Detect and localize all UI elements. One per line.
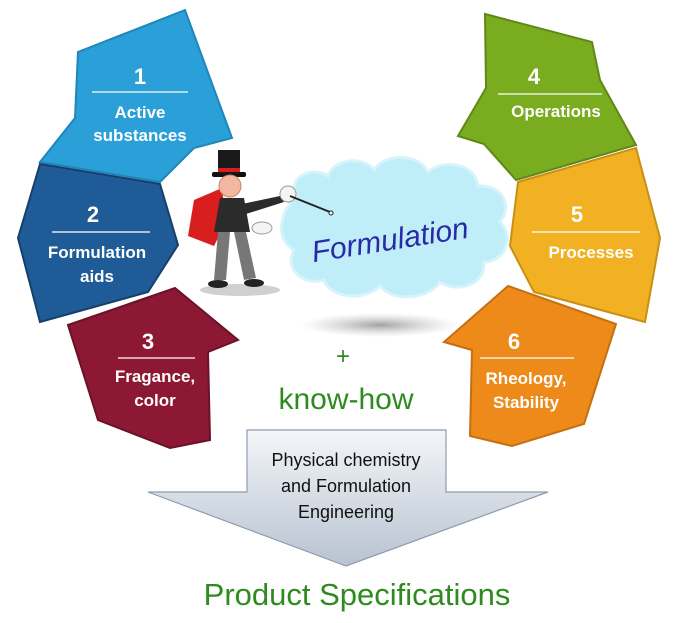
panel-5-label-line-1: Processes bbox=[548, 243, 633, 262]
magician-body bbox=[214, 198, 250, 232]
magician-legs bbox=[214, 232, 256, 280]
arrow-text-line-2: and Formulation bbox=[281, 476, 411, 496]
magician-hat-band bbox=[218, 168, 240, 172]
magician-glove-left bbox=[251, 221, 273, 235]
panel-2-number: 2 bbox=[87, 202, 99, 227]
magician-head bbox=[218, 174, 242, 198]
panel-1-label-line-2: substances bbox=[93, 126, 187, 145]
magician-shoe-left bbox=[208, 280, 228, 288]
plus-sign: + bbox=[336, 343, 350, 370]
panel-5-processes: 5 Processes bbox=[508, 146, 662, 324]
panel-6-label-line-2: Stability bbox=[493, 393, 560, 412]
panel-1-number: 1 bbox=[134, 64, 146, 89]
panel-3-label-line-1: Fragance, bbox=[115, 367, 195, 386]
panel-3-shape bbox=[66, 286, 240, 450]
panel-6-shape bbox=[441, 284, 618, 448]
down-arrow-shape bbox=[147, 429, 549, 567]
formulation-cloud: Formulation bbox=[280, 156, 509, 299]
wand-tip bbox=[328, 210, 334, 216]
magician-figure bbox=[188, 150, 334, 296]
panel-5-number: 5 bbox=[571, 202, 583, 227]
panel-4-label-line-1: Operations bbox=[511, 102, 601, 121]
panel-3-label-line-2: color bbox=[134, 391, 176, 410]
arrow-text-line-1: Physical chemistry bbox=[271, 450, 420, 470]
magician-shoe-right bbox=[244, 279, 264, 287]
panel-2-label-line-1: Formulation bbox=[48, 243, 146, 262]
panel-4-number: 4 bbox=[528, 64, 541, 89]
panel-3-fragance-color: 3 Fragance, color bbox=[66, 286, 240, 450]
magician-arm bbox=[242, 196, 284, 214]
panel-2-label-line-2: aids bbox=[80, 267, 114, 286]
panel-1-label-line-1: Active bbox=[114, 103, 165, 122]
panel-6-rheology-stability: 6 Rheology, Stability bbox=[441, 284, 618, 448]
panel-1-active-substances: 1 Active substances bbox=[38, 8, 234, 184]
panel-3-number: 3 bbox=[142, 329, 154, 354]
panel-2-shape bbox=[16, 162, 180, 324]
center-shadow bbox=[300, 313, 460, 337]
panel-1-shape bbox=[38, 8, 234, 184]
knowhow-label: know-how bbox=[278, 383, 413, 416]
arrow-text-line-3: Engineering bbox=[298, 502, 394, 522]
panel-6-label-line-1: Rheology, bbox=[486, 369, 567, 388]
magician-wand bbox=[289, 195, 331, 213]
panel-5-shape bbox=[508, 146, 662, 324]
panel-4-operations: 4 Operations bbox=[456, 12, 638, 182]
cloud-shape bbox=[280, 156, 509, 299]
magician-glove-right bbox=[279, 185, 297, 203]
down-arrow: Physical chemistry and Formulation Engin… bbox=[147, 429, 549, 567]
product-specifications-title: Product Specifications bbox=[204, 577, 511, 612]
panel-6-number: 6 bbox=[508, 329, 520, 354]
panel-2-formulation-aids: 2 Formulation aids bbox=[16, 162, 180, 324]
panel-4-shape bbox=[456, 12, 638, 182]
